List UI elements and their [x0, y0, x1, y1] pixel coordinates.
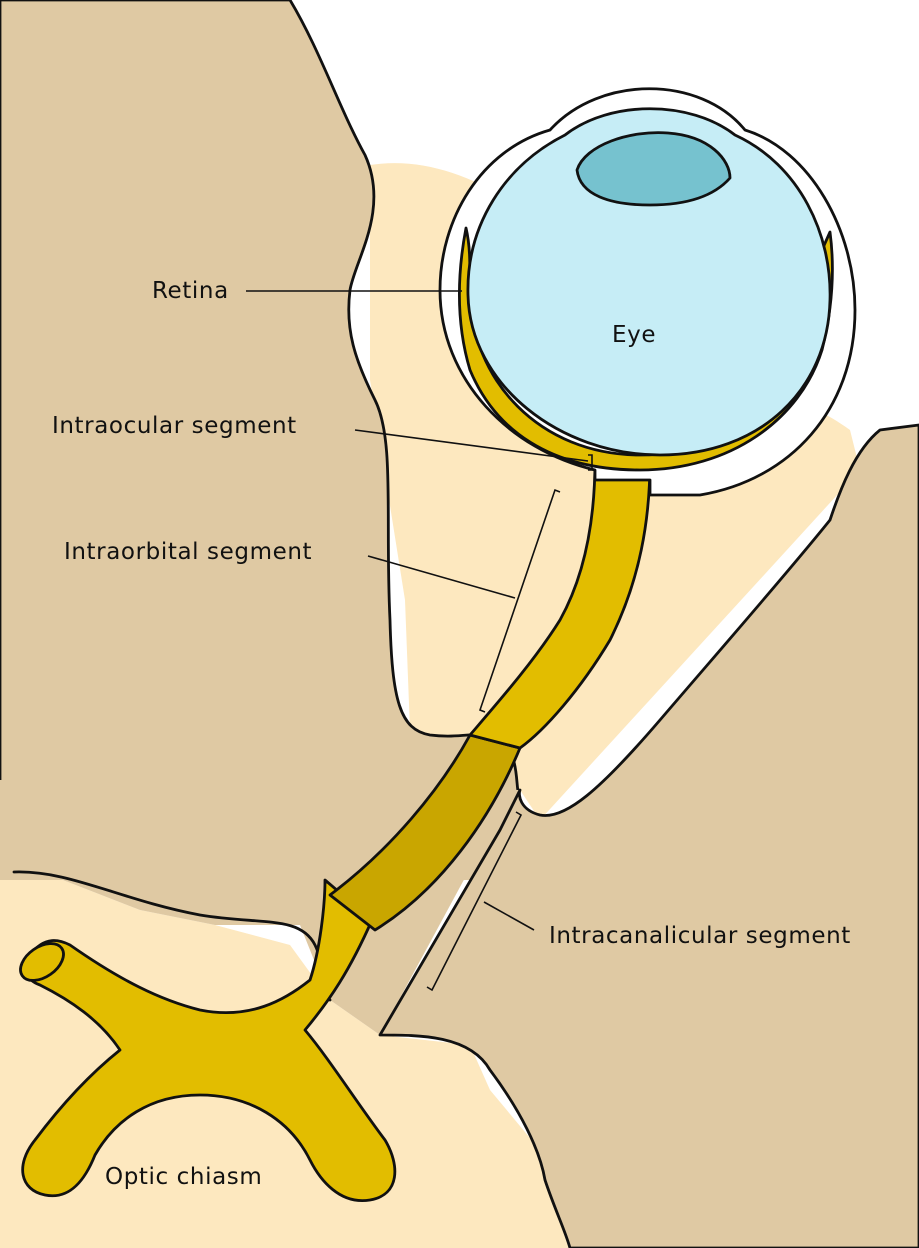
intracanalicular-label: Intracanalicular segment	[549, 923, 851, 949]
optic-chiasm-label: Optic chiasm	[105, 1164, 262, 1190]
eye-label: Eye	[612, 322, 656, 348]
retina-label: Retina	[152, 278, 229, 304]
intraorbital-label: Intraorbital segment	[64, 539, 312, 565]
intraocular-label: Intraocular segment	[52, 413, 297, 439]
